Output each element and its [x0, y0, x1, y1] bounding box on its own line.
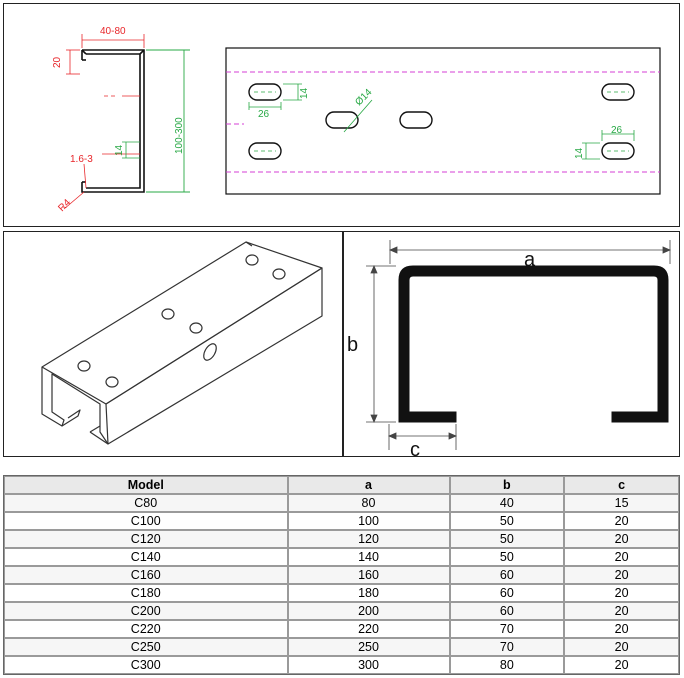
cross-section-panel: a b c — [343, 231, 680, 461]
slot-left-top — [248, 83, 282, 101]
hole-leader-line — [343, 99, 373, 133]
dim-slot-w2-text: 26 — [611, 125, 623, 136]
slot-center-left — [325, 111, 359, 129]
dimension-c — [387, 424, 458, 450]
cell-model: C200 — [4, 602, 288, 620]
dim-thickness-text: 1.6-3 — [70, 154, 93, 165]
isometric-holes — [77, 254, 286, 388]
cell-c: 20 — [564, 620, 679, 638]
slot-left-bottom — [248, 142, 282, 160]
header-a: a — [287, 476, 450, 494]
dimension-b — [366, 264, 396, 424]
slot-right-bottom — [601, 142, 635, 160]
cell-b: 50 — [449, 530, 565, 548]
cell-a: 180 — [287, 584, 450, 602]
profile-height-dimension — [146, 49, 190, 193]
header-b: b — [449, 476, 565, 494]
dim-height-text: 100-300 — [174, 117, 185, 154]
cell-a: 250 — [287, 638, 450, 656]
cell-model: C160 — [4, 566, 288, 584]
technical-drawing: 40-80 20 1.6-3 R4 14 100-300 — [52, 26, 661, 214]
dim-width-text: 40-80 — [100, 26, 126, 37]
dimension-a — [388, 240, 672, 264]
channel-flange-face — [105, 267, 323, 445]
cell-model: C220 — [4, 620, 288, 638]
profile-red-dimensions — [63, 34, 145, 210]
slot-right-top — [601, 83, 635, 101]
cell-b: 60 — [449, 566, 565, 584]
isometric-view-panel — [3, 231, 343, 457]
cell-c: 20 — [564, 602, 679, 620]
cell-a: 120 — [287, 530, 450, 548]
cell-model: C250 — [4, 638, 288, 656]
dim-slot-h2-text: 14 — [574, 147, 585, 159]
cell-model: C120 — [4, 530, 288, 548]
channel-web-face — [41, 241, 323, 405]
cell-c: 15 — [564, 494, 679, 512]
cell-b: 70 — [449, 620, 565, 638]
cell-b: 60 — [449, 584, 565, 602]
cell-c: 20 — [564, 638, 679, 656]
cell-b: 80 — [449, 656, 565, 674]
table-header-row: Model a b c — [4, 476, 679, 494]
cell-model: C140 — [4, 548, 288, 566]
cell-b: 40 — [449, 494, 565, 512]
cell-model: C300 — [4, 656, 288, 674]
dim-slot-height-text: 14 — [114, 144, 125, 156]
dim-radius-text: R4 — [56, 197, 73, 214]
cell-c: 20 — [564, 530, 679, 548]
cell-a: 220 — [287, 620, 450, 638]
cell-b: 70 — [449, 638, 565, 656]
cell-a: 300 — [287, 656, 450, 674]
technical-drawing-panel: 40-80 20 1.6-3 R4 14 100-300 — [3, 3, 680, 227]
cell-b: 50 — [449, 548, 565, 566]
dim-hole-text: Ø14 — [353, 87, 374, 108]
cell-a: 80 — [287, 494, 450, 512]
plan-centerlines — [226, 71, 660, 173]
cell-c: 20 — [564, 566, 679, 584]
profile-web-slot — [122, 141, 140, 159]
slot-center-right — [399, 111, 433, 129]
cross-section-drawing: a b c — [347, 240, 672, 461]
cell-model: C100 — [4, 512, 288, 530]
header-c: c — [564, 476, 679, 494]
cell-c: 20 — [564, 548, 679, 566]
isometric-channel-drawing — [41, 241, 323, 445]
cell-a: 200 — [287, 602, 450, 620]
header-model: Model — [4, 476, 288, 494]
channel-end-profile — [41, 367, 109, 445]
c-channel-profile — [398, 265, 669, 423]
plan-slot-dimensions — [248, 83, 635, 160]
cell-c: 20 — [564, 512, 679, 530]
cell-model: C80 — [4, 494, 288, 512]
cell-a: 100 — [287, 512, 450, 530]
dim-slot-w1-text: 26 — [258, 109, 270, 120]
cell-a: 140 — [287, 548, 450, 566]
plan-view-outline — [225, 47, 661, 195]
label-c: c — [410, 439, 420, 456]
label-a: a — [524, 249, 536, 271]
cell-b: 60 — [449, 602, 565, 620]
cell-b: 50 — [449, 512, 565, 530]
label-b: b — [347, 334, 358, 356]
c-profile-side-view — [81, 49, 145, 193]
dim-lip-text: 20 — [52, 56, 63, 68]
plan-slots — [248, 83, 635, 160]
dim-slot-h1-text: 14 — [299, 87, 310, 99]
cell-c: 20 — [564, 656, 679, 674]
cell-model: C180 — [4, 584, 288, 602]
cell-c: 20 — [564, 584, 679, 602]
cell-a: 160 — [287, 566, 450, 584]
